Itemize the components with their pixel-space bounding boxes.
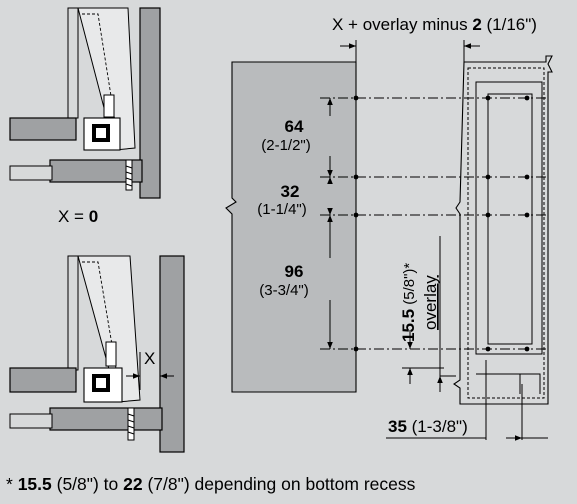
door-panel-edge xyxy=(67,7,79,119)
detail-bottom-x-offset: X xyxy=(9,255,186,453)
hole-dot xyxy=(524,174,530,180)
dim-96-in: (3-3/4") xyxy=(259,282,309,299)
dim-96-mm: 96 xyxy=(285,262,304,281)
hidden-edge-2 xyxy=(82,261,121,393)
hole-dot xyxy=(485,212,491,218)
hole-dot xyxy=(353,95,359,101)
drawer-bottom-2 xyxy=(9,413,53,429)
cabinet-side-wall-2 xyxy=(159,255,185,453)
footnote-text1: (5/8") to xyxy=(51,474,124,494)
x-gap-label: X xyxy=(144,349,155,368)
drawer-front-2 xyxy=(9,367,77,393)
dim-155-label: 15.5 (5/8")* xyxy=(399,263,418,342)
hole-dot xyxy=(485,346,491,352)
drawer-front xyxy=(9,117,77,141)
footnote-text2: (7/8") depending on bottom recess xyxy=(142,474,416,494)
dim-32-mm: 32 xyxy=(281,182,300,201)
runner-arm xyxy=(103,94,115,118)
footnote-star: * xyxy=(6,474,18,494)
door-panel-edge-2 xyxy=(67,255,79,371)
screw-thread-2 xyxy=(127,413,135,435)
hole-dot xyxy=(524,212,530,218)
hole-dot xyxy=(524,95,530,101)
hole-dot xyxy=(485,95,491,101)
footnote: * 15.5 (5/8") to 22 (7/8") depending on … xyxy=(6,474,572,495)
footnote-value1: 15.5 xyxy=(17,474,52,494)
drawer-bottom xyxy=(9,165,53,181)
top-dim-label: X + overlay minus 2 (1/16") xyxy=(332,15,537,34)
front-panel-drawing: X + overlay minus 2 (1/16") xyxy=(225,15,553,441)
cabinet-bottom-2 xyxy=(49,407,163,431)
hole-dot xyxy=(485,174,491,180)
dim-35-label: 35 (1-3/8") xyxy=(388,417,468,436)
runner-arm-2 xyxy=(105,341,117,367)
overlay-label: overlay xyxy=(421,275,440,330)
runner-clip xyxy=(83,117,121,151)
cabinet-side-wall xyxy=(139,7,161,199)
drawer-box-inner xyxy=(487,93,533,345)
hole-dot xyxy=(524,346,530,352)
drawer-side-2 xyxy=(77,255,141,403)
hole-dot xyxy=(353,346,359,352)
drawer-side xyxy=(77,7,136,151)
front-panel xyxy=(225,61,357,393)
hole-markers xyxy=(353,95,530,352)
dim-32-in: (1-1/4") xyxy=(257,201,307,218)
detail-top-x-zero: X = 0 xyxy=(9,7,162,226)
screw-icon-2 xyxy=(127,407,135,441)
drawer-box xyxy=(475,81,543,355)
dim-64-mm: 64 xyxy=(285,117,304,136)
runner-lock-window xyxy=(96,128,106,138)
screw-icon xyxy=(125,159,133,191)
dim-64-in: (2-1/2") xyxy=(261,137,311,154)
x-zero-label: X = 0 xyxy=(58,207,98,226)
screw-thread xyxy=(125,165,133,187)
runner-profile xyxy=(476,373,541,394)
hole-dot xyxy=(353,212,359,218)
cabinet-inner-dashed xyxy=(467,67,545,399)
runner-lock-window-2 xyxy=(96,378,106,388)
footnote-value2: 22 xyxy=(123,474,143,494)
hole-dot xyxy=(353,174,359,180)
